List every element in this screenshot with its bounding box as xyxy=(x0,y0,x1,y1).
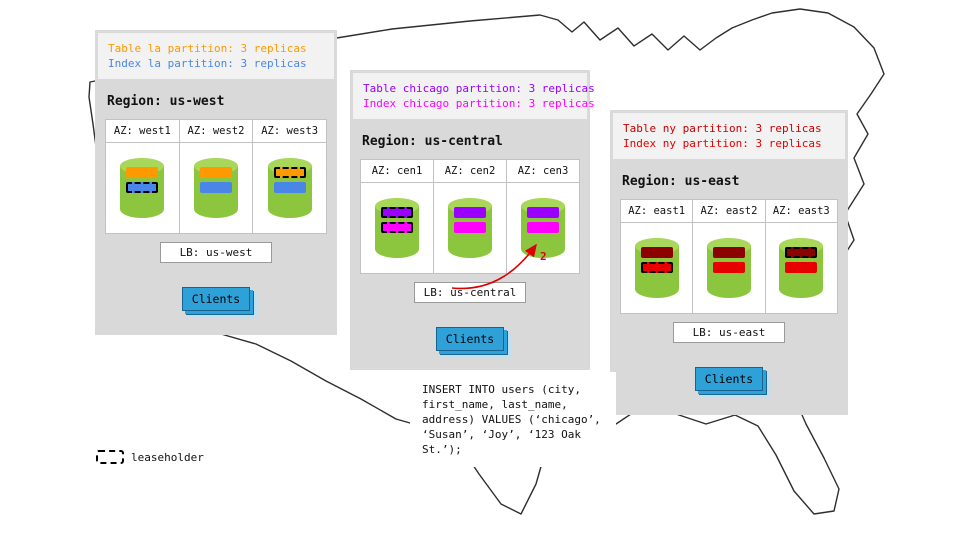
replica-bars xyxy=(507,207,579,233)
az-label: AZ: east2 xyxy=(693,200,765,223)
clients-button[interactable]: Clients xyxy=(182,287,250,311)
az-label: AZ: west3 xyxy=(253,120,327,143)
replica-bars xyxy=(180,167,253,193)
clients-button[interactable]: Clients xyxy=(695,367,763,391)
replica-bar-leaseholder xyxy=(273,167,306,178)
replica-bar xyxy=(454,207,486,218)
database-node xyxy=(434,183,506,273)
replica-bar-leaseholder xyxy=(785,247,818,258)
replica-bars xyxy=(361,207,433,233)
partition-annotation-line: Index la partition: 3 replicas xyxy=(108,57,307,70)
replica-bar xyxy=(712,262,745,273)
load-balancer: LB: us-west xyxy=(160,242,272,263)
az-column: AZ: east3 xyxy=(764,200,837,313)
leaseholder-legend-label: leaseholder xyxy=(131,450,204,464)
leaseholder-legend: leaseholder xyxy=(96,450,204,464)
database-node xyxy=(621,223,692,313)
database-node xyxy=(693,223,764,313)
replica-bar xyxy=(200,182,232,193)
az-label: AZ: west2 xyxy=(179,120,253,143)
database-node xyxy=(106,143,179,233)
az-label: AZ: cen1 xyxy=(361,160,433,183)
az-column: AZ: cen1 xyxy=(361,160,433,273)
load-balancer: LB: us-central xyxy=(414,282,526,303)
replica-bars xyxy=(106,167,179,193)
replica-bars xyxy=(621,247,692,273)
az-column: AZ: east1 xyxy=(621,200,693,313)
replica-bar xyxy=(454,222,486,233)
replica-bars xyxy=(693,247,764,273)
partition-annotation-line: Table ny partition: 3 replicas xyxy=(623,122,822,135)
region-title: Region: us-east xyxy=(622,174,740,189)
load-balancer: LB: us-east xyxy=(673,322,785,343)
az-column: AZ: cen2 xyxy=(433,160,506,273)
az-column: AZ: west2 xyxy=(178,120,253,233)
replica-bar xyxy=(785,262,818,273)
replica-bars xyxy=(766,247,837,273)
az-label: AZ: cen3 xyxy=(507,160,579,183)
database-node xyxy=(766,223,837,313)
sql-statement: INSERT INTO users (city, first_name, las… xyxy=(410,372,616,467)
az-label: AZ: west1 xyxy=(106,120,179,143)
partition-annotation-line: Index ny partition: 3 replicas xyxy=(623,137,822,150)
replica-bars xyxy=(434,207,506,233)
replica-bar xyxy=(527,207,559,218)
replica-bar xyxy=(200,167,232,178)
replica-bar xyxy=(712,247,745,258)
leaseholder-dashed-icon xyxy=(96,450,124,464)
replica-bars xyxy=(253,167,326,193)
step-2-label: 2 xyxy=(540,250,547,263)
az-label: AZ: east3 xyxy=(765,200,837,223)
replica-bar xyxy=(273,182,306,193)
replica-bar-leaseholder xyxy=(126,182,159,193)
replica-bar-leaseholder xyxy=(381,207,413,218)
database-node xyxy=(361,183,433,273)
partition-annotation-line: Index chicago partition: 3 replicas xyxy=(363,97,595,110)
partition-annotation-line: Table chicago partition: 3 replicas xyxy=(363,82,595,95)
az-label: AZ: east1 xyxy=(621,200,693,223)
replica-bar xyxy=(527,222,559,233)
replica-bar-leaseholder xyxy=(640,262,673,273)
database-node xyxy=(253,143,326,233)
replica-bar xyxy=(126,167,159,178)
replica-bar-leaseholder xyxy=(381,222,413,233)
az-column: AZ: west1 xyxy=(106,120,179,233)
partition-annotation-line: Table la partition: 3 replicas xyxy=(108,42,307,55)
replica-bar xyxy=(640,247,673,258)
az-column: AZ: east2 xyxy=(692,200,765,313)
az-label: AZ: cen2 xyxy=(434,160,506,183)
database-node xyxy=(180,143,253,233)
clients-button[interactable]: Clients xyxy=(436,327,504,351)
az-column: AZ: west3 xyxy=(252,120,327,233)
region-title: Region: us-central xyxy=(362,134,503,149)
region-title: Region: us-west xyxy=(107,94,225,109)
